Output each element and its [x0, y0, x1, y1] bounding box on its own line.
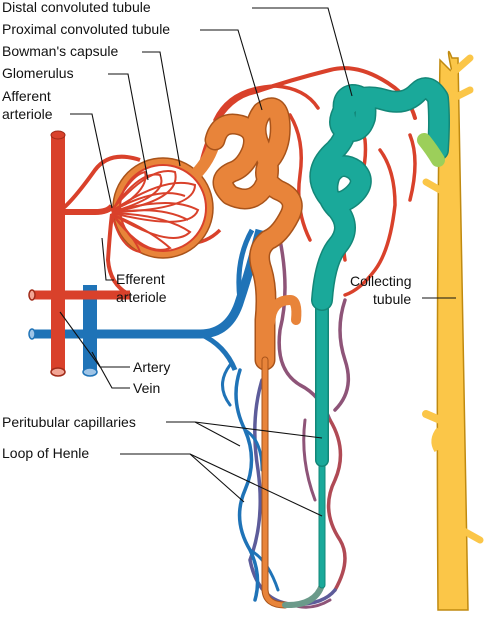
proximal-convoluted-tubule: [204, 97, 303, 609]
label-artery: Artery: [133, 359, 170, 375]
leader-proximal: [200, 29, 263, 111]
label-proximal-convoluted-tubule: Proximal convoluted tubule: [2, 21, 170, 37]
peritubular-capillaries: [198, 66, 417, 609]
leader-bowmans: [142, 51, 181, 167]
distal-convoluted-tubule: [309, 77, 450, 311]
leader-afferent: [70, 113, 113, 209]
labels: Distal convoluted tubule Proximal convol…: [2, 0, 411, 461]
leader-distal: [252, 7, 353, 97]
label-afferent-arteriole-2: arteriole: [2, 106, 53, 122]
label-glomerulus: Glomerulus: [2, 65, 74, 81]
label-collecting-tubule-1: Collecting: [350, 273, 411, 289]
label-efferent-arteriole-2: arteriole: [116, 289, 167, 305]
loop-of-henle: [282, 293, 329, 609]
label-bowmans-capsule: Bowman's capsule: [2, 43, 119, 59]
label-vein: Vein: [133, 380, 160, 396]
leader-vein: [91, 351, 130, 389]
collecting-tubule: [422, 50, 484, 611]
leader-lines: [59, 7, 456, 517]
label-afferent-arteriole-1: Afferent: [2, 88, 51, 104]
label-peritubular-capillaries: Peritubular capillaries: [2, 414, 136, 430]
label-distal-convoluted-tubule: Distal convoluted tubule: [2, 0, 151, 15]
leader-peritubular-1: [166, 421, 241, 447]
glomerulus: [111, 170, 200, 254]
label-collecting-tubule-2: tubule: [373, 291, 411, 307]
leader-glomerulus: [108, 73, 149, 181]
leader-efferent: [101, 237, 114, 281]
leader-peritubular-2: [194, 421, 323, 439]
label-efferent-arteriole-1: Efferent: [116, 271, 165, 287]
leader-henle-2: [189, 453, 323, 517]
leader-henle-1: [120, 453, 245, 503]
label-loop-of-henle: Loop of Henle: [2, 445, 89, 461]
